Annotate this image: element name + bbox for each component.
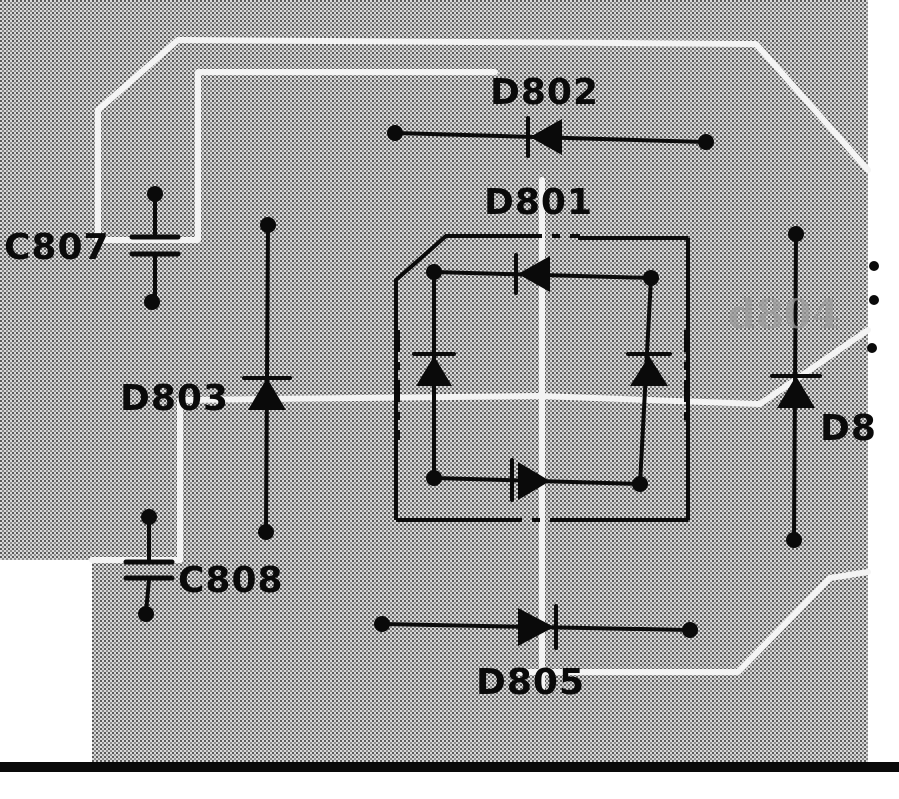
d802-pad-right xyxy=(698,134,714,150)
capacitor-c808 xyxy=(123,509,175,622)
bottom-edge-rule xyxy=(0,762,899,772)
top-trace xyxy=(95,69,498,243)
diode-bridge-d801 xyxy=(412,253,672,502)
label-d803: D803 xyxy=(120,378,229,419)
d801-outline xyxy=(394,234,690,522)
label-d804-partial: D8 xyxy=(820,408,877,449)
diode-d803 xyxy=(242,217,292,540)
label-d801: D801 xyxy=(484,182,593,223)
d802-symbol xyxy=(530,119,562,155)
bottom-trace xyxy=(517,569,871,675)
label-d805: D805 xyxy=(476,662,585,703)
d802-pad-left xyxy=(387,125,403,141)
diode-d802 xyxy=(387,116,714,158)
label-c808: C808 xyxy=(178,560,284,601)
watermark-d804: d804 xyxy=(728,291,839,338)
outer-top-trace xyxy=(95,37,871,173)
middle-trace xyxy=(177,327,871,407)
bottom-blank xyxy=(0,772,899,794)
label-c807: C807 xyxy=(4,227,110,268)
diode-d805 xyxy=(374,604,698,650)
right-edge-pads xyxy=(867,261,879,353)
unprinted-corner xyxy=(0,560,92,768)
copper-traces xyxy=(89,37,871,693)
right-margin xyxy=(868,0,899,794)
diode-d804 xyxy=(770,226,822,548)
d803-left-trace xyxy=(89,397,183,563)
label-d802: D802 xyxy=(490,72,599,113)
capacitor-c807 xyxy=(129,186,181,310)
